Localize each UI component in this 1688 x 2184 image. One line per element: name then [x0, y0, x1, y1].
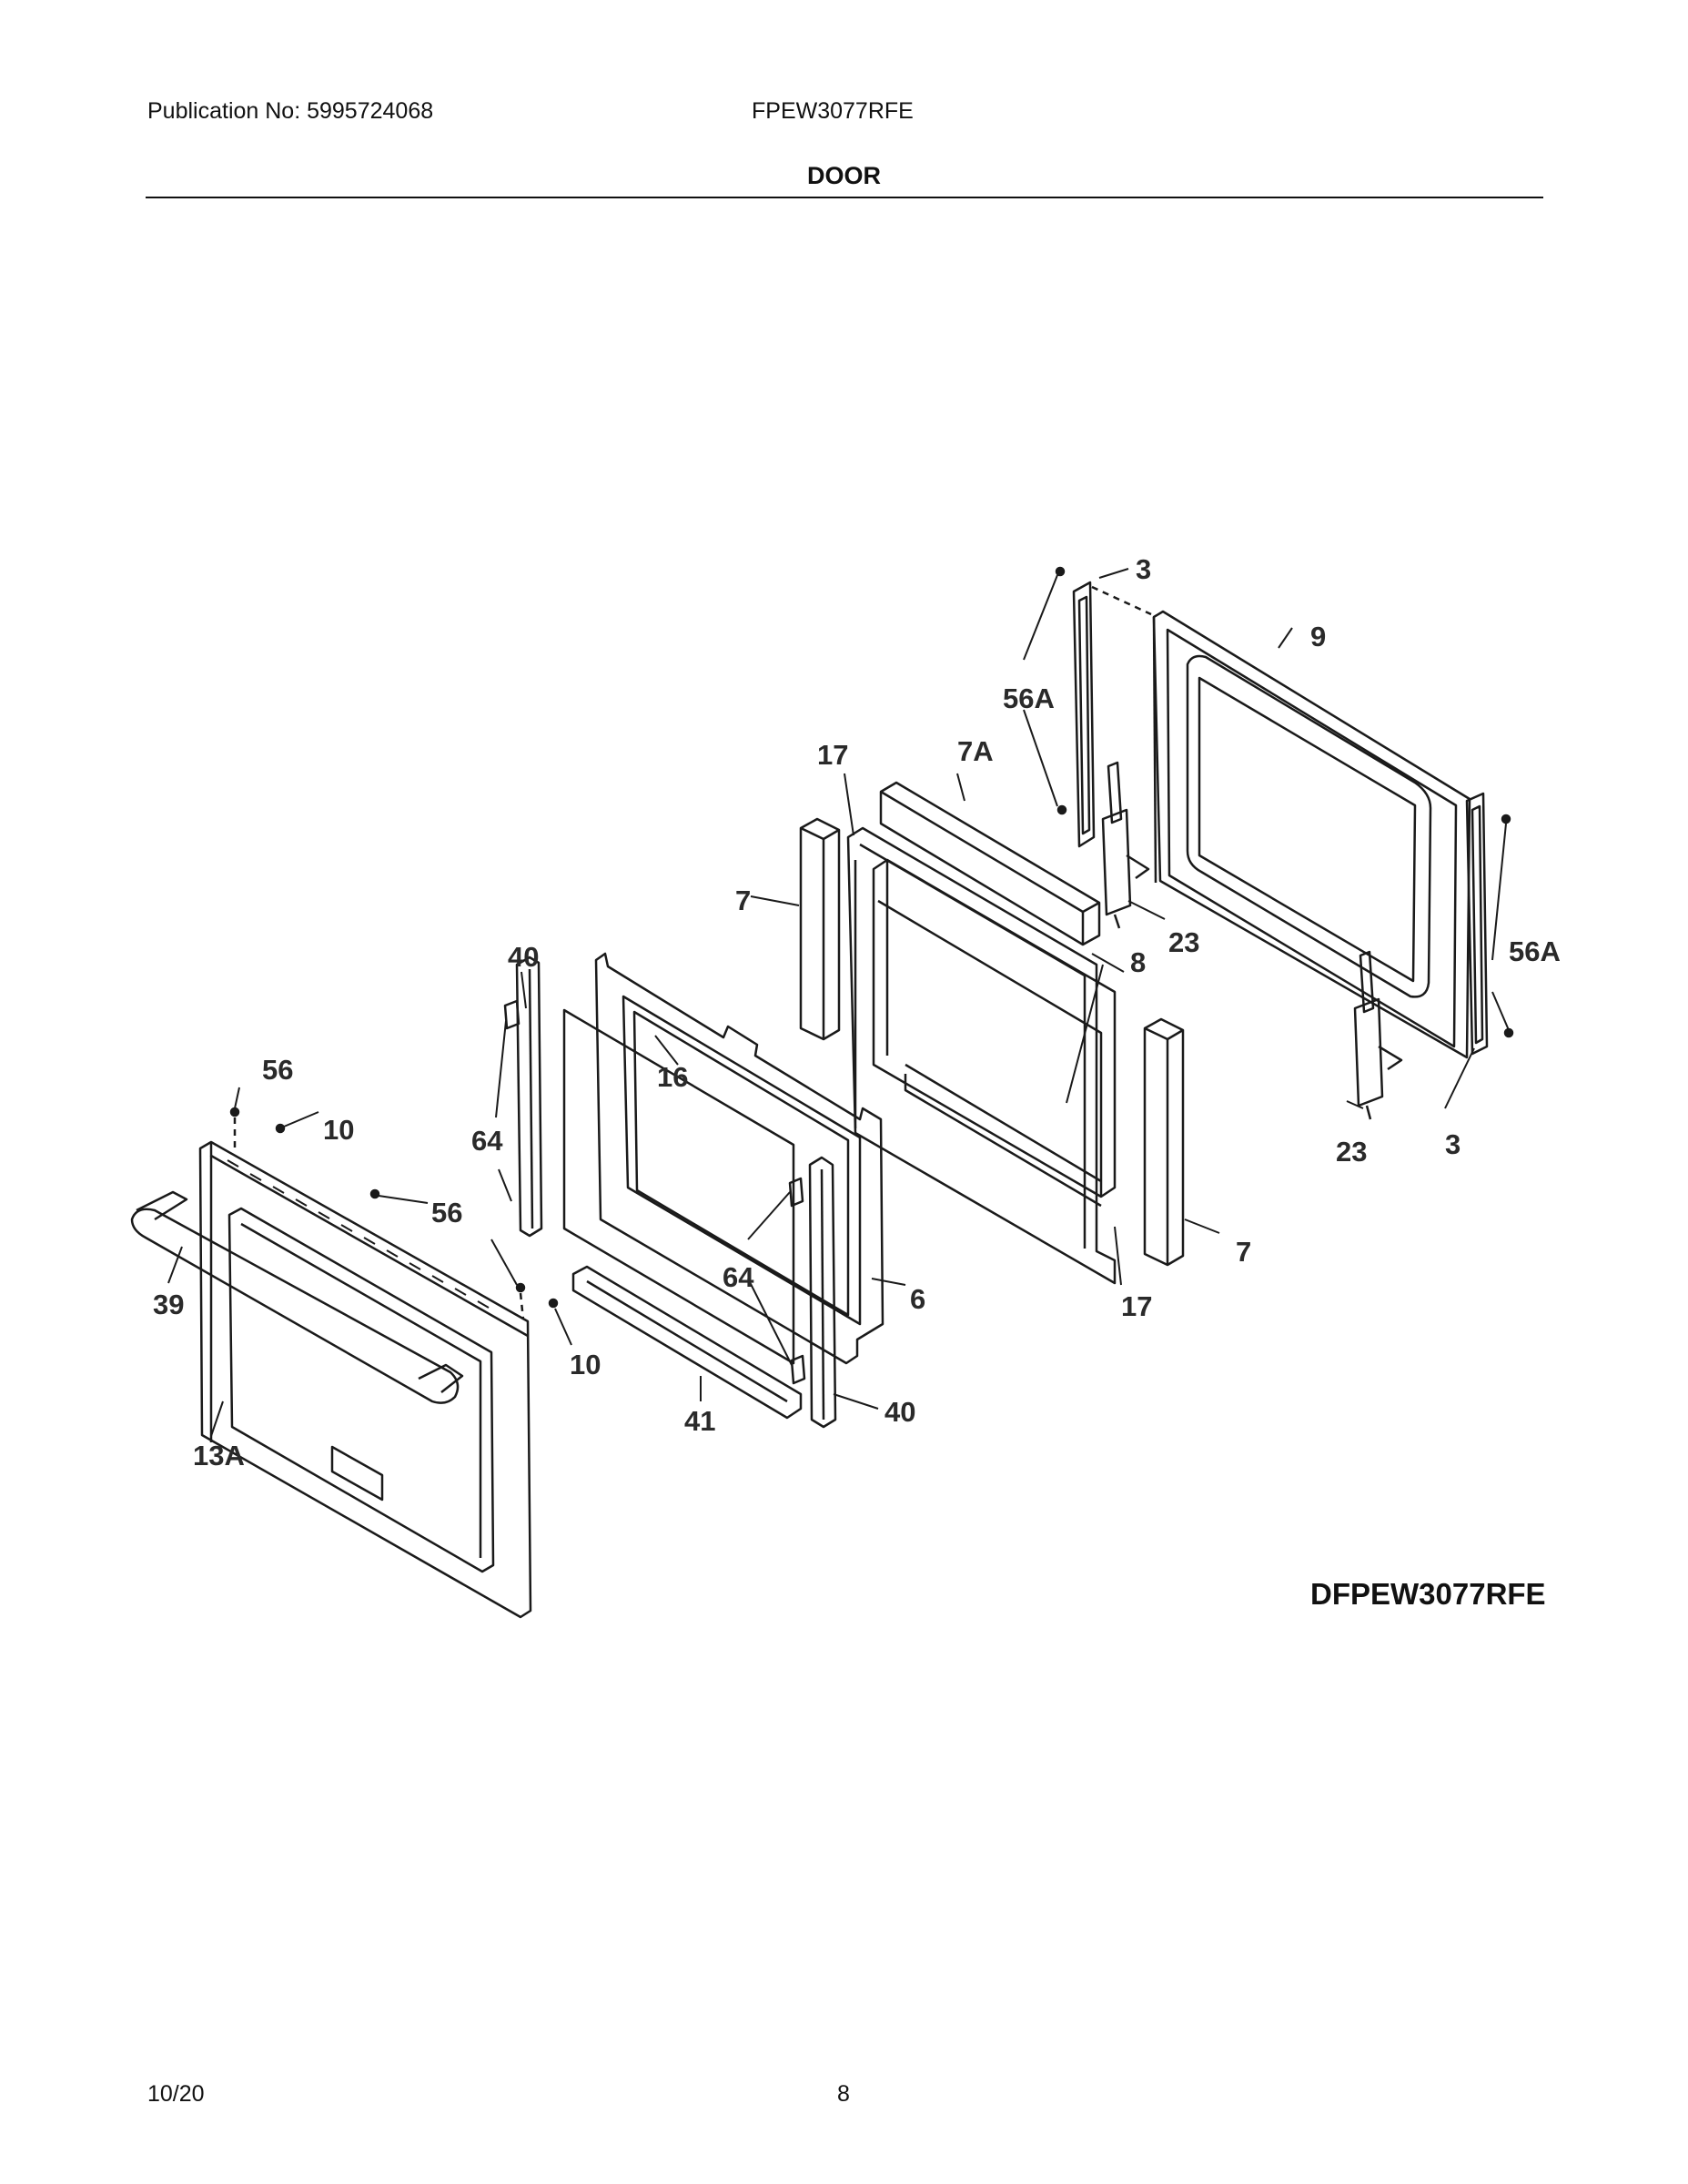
callout-label: 23: [1168, 926, 1199, 958]
callout-label: 40: [508, 941, 539, 973]
inner-glass: [562, 1008, 795, 1365]
callout-label: 8: [1130, 946, 1146, 978]
door-handle: [130, 1190, 464, 1404]
callout-label: 7A: [957, 735, 994, 767]
callouts: 3 9 56A 17 7A 7 23 56A 8 40 56 16 10 64 …: [153, 553, 1561, 1471]
revision-date: 10/20: [147, 2081, 205, 2107]
door-channel-left: [503, 956, 543, 1238]
callout-label: 64: [723, 1261, 754, 1293]
callout-label: 3: [1136, 553, 1151, 585]
callout-label: 7: [1236, 1236, 1251, 1268]
callout-label: 16: [657, 1061, 688, 1093]
callout-label: 17: [1121, 1290, 1152, 1322]
callout-label: 41: [684, 1405, 715, 1437]
callout-label: 56A: [1003, 682, 1055, 714]
callout-label: 39: [153, 1289, 184, 1320]
callout-label: 10: [323, 1114, 354, 1146]
header-rule: [146, 197, 1543, 198]
publication-number: Publication No: 5995724068: [147, 98, 434, 124]
hinge-bracket-bottom: [1465, 792, 1514, 1056]
diagram-code: DFPEW3077RFE: [1310, 1577, 1546, 1611]
hinge-upper: [1101, 761, 1150, 929]
callout-label: 6: [910, 1283, 925, 1315]
callout-label: 56A: [1509, 935, 1561, 967]
callout-label: 10: [570, 1349, 601, 1380]
insulation-top: [879, 781, 1101, 946]
section-title: DOOR: [807, 162, 881, 189]
insulation-right: [1143, 1017, 1185, 1267]
inner-door-frame: [594, 952, 884, 1365]
callout-label: 17: [817, 739, 848, 771]
outer-door-panel: [198, 1140, 532, 1619]
callout-label: 64: [471, 1125, 503, 1157]
model-number: FPEW3077RFE: [752, 98, 914, 124]
door-channel-right: [788, 1156, 837, 1429]
callout-label: 13A: [193, 1440, 245, 1471]
callout-label: 56: [431, 1197, 462, 1228]
callout-label: 40: [884, 1396, 915, 1428]
insulation-left: [799, 817, 841, 1041]
callout-label: 23: [1336, 1136, 1367, 1168]
middle-glass: [872, 858, 1117, 1208]
callout-label: 56: [262, 1054, 293, 1086]
hinge-bracket-top: [1055, 566, 1152, 848]
inner-door-liner: [1152, 610, 1471, 1059]
callout-label: 3: [1445, 1128, 1461, 1160]
bottom-trim-channel: [571, 1265, 803, 1420]
hinge-lower: [1353, 950, 1403, 1120]
page-number: 8: [837, 2081, 850, 2107]
callout-label: 9: [1310, 621, 1326, 652]
callout-label: 7: [735, 885, 751, 916]
